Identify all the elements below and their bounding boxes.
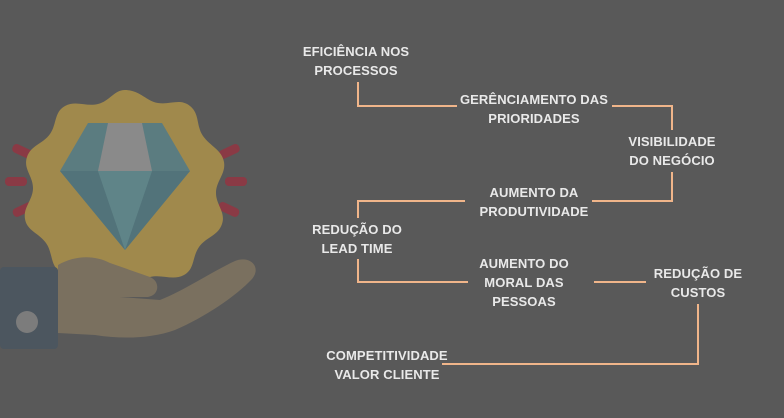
connector-custos-competitividade	[442, 304, 699, 365]
node-label-line: LEAD TIME	[321, 241, 393, 256]
node-label-line: COMPETITIVIDADE	[326, 348, 448, 363]
connector-eficiencia-gerenciamento	[357, 82, 457, 107]
node-label-line: MORAL DAS	[484, 275, 564, 290]
node-reducao-do-lead-time: REDUÇÃO DO LEAD TIME	[312, 220, 402, 258]
node-label-line: EFICIÊNCIA NOS	[302, 44, 410, 59]
node-reducao-de-custos: REDUÇÃO DE CUSTOS	[654, 264, 742, 302]
connector-produtividade-leadtime	[357, 200, 465, 218]
node-label-line: CUSTOS	[670, 285, 726, 300]
node-label-line: PRODUTIVIDADE	[479, 204, 589, 219]
connector-visibilidade-produtividade	[592, 172, 673, 202]
node-gerenciamento-das-prioridades: GERÊNCIAMENTO DAS PRIORIDADES	[460, 90, 608, 128]
hand-diamond-illustration	[0, 90, 256, 349]
node-eficiencia-nos-processos: EFICIÊNCIA NOS PROCESSOS	[303, 42, 409, 80]
connector-leadtime-moral	[357, 259, 468, 283]
node-label-line: AUMENTO DO	[479, 256, 569, 271]
node-label-line: REDUÇÃO DE	[653, 266, 743, 281]
diamond-icon	[60, 123, 190, 250]
node-label-line: AUMENTO DA	[489, 185, 579, 200]
node-label-line: REDUÇÃO DO	[312, 222, 402, 237]
node-label-line: PROCESSOS	[314, 63, 398, 78]
node-label-line: VISIBILIDADE	[628, 134, 716, 149]
node-label-line: PRIORIDADES	[488, 111, 580, 126]
hand-icon	[0, 257, 256, 349]
node-label-line: PESSOAS	[492, 294, 556, 309]
node-label-line: VALOR CLIENTE	[334, 367, 440, 382]
connector-gerenciamento-visibilidade	[612, 105, 673, 130]
node-visibilidade-do-negocio: VISIBILIDADE DO NEGÓCIO	[628, 132, 715, 170]
node-label-line: GERÊNCIAMENTO DAS	[459, 92, 609, 107]
node-competitividade-valor-cliente: COMPETITIVIDADE VALOR CLIENTE	[326, 346, 447, 384]
node-label-line: DO NEGÓCIO	[629, 153, 715, 168]
node-aumento-do-moral-das-pessoas: AUMENTO DO MORAL DAS PESSOAS	[479, 254, 569, 311]
node-aumento-da-produtividade: AUMENTO DA PRODUTIVIDADE	[480, 183, 589, 221]
